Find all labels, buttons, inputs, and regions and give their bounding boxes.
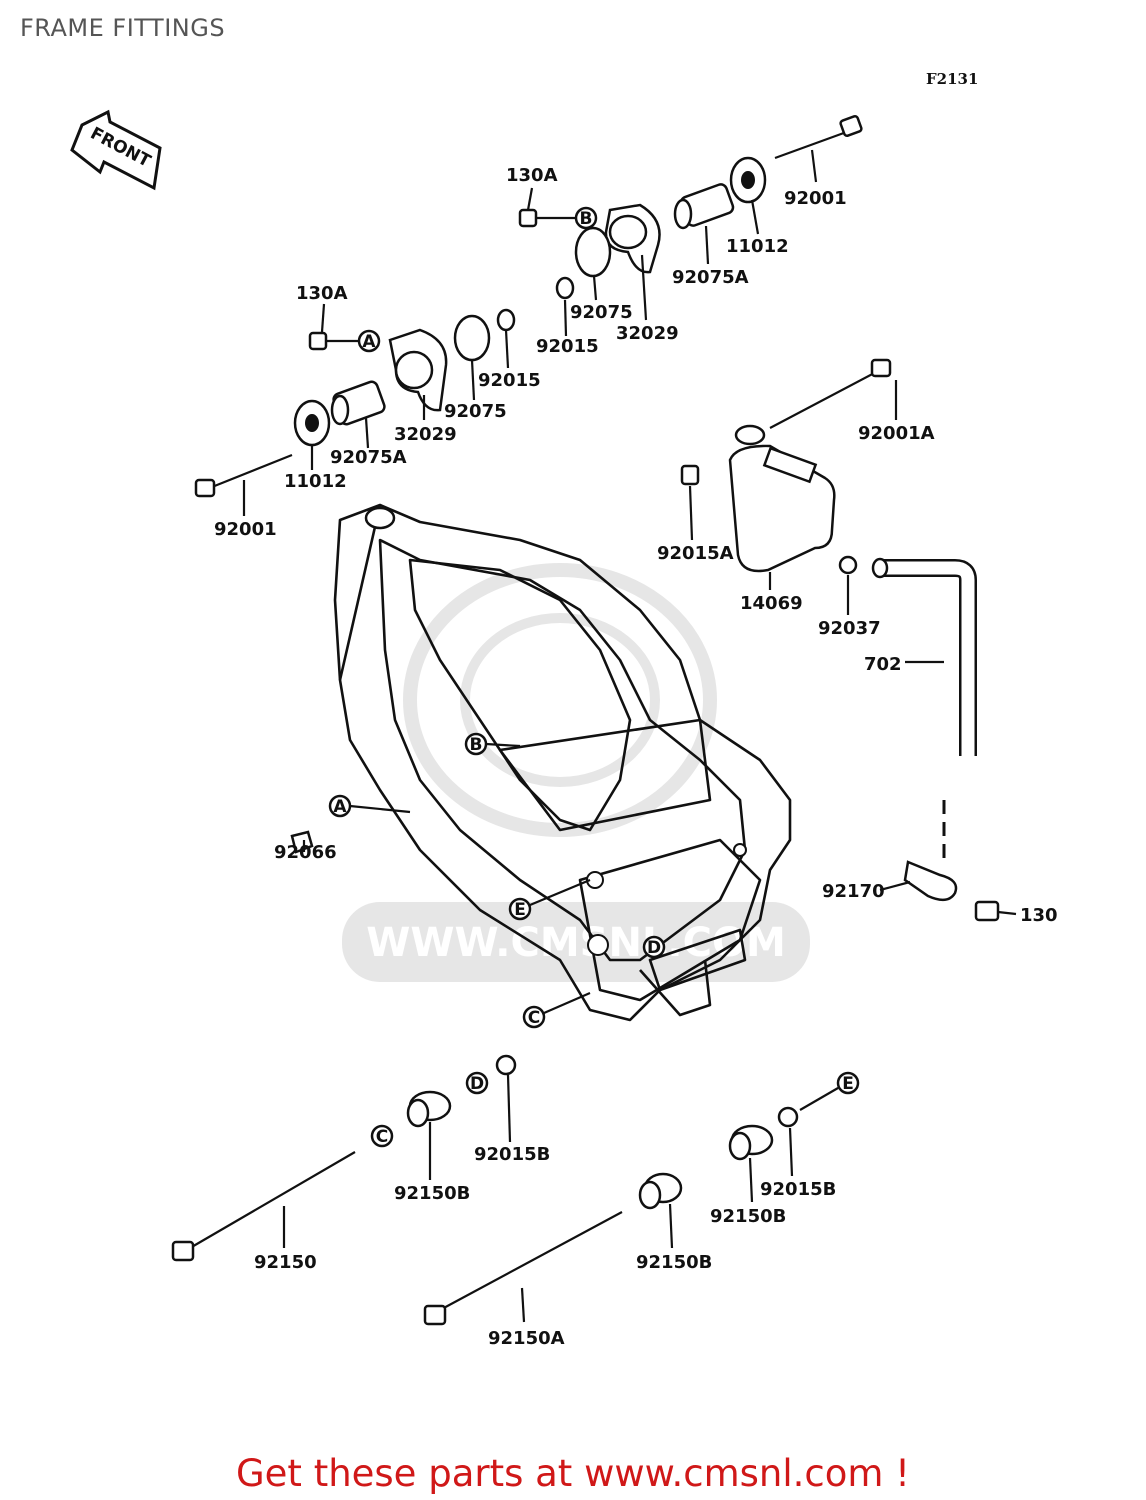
promo-banner: Get these parts at www.cmsnl.com !	[0, 1452, 1146, 1495]
part-label-32029-left: 32029	[394, 424, 457, 445]
part-label-92015-left: 92015	[478, 370, 541, 391]
part-label-92150a: 92150A	[488, 1328, 565, 1349]
leader-lines	[242, 149, 1017, 1323]
part-label-92015b-right: 92015B	[760, 1179, 836, 1200]
part-label-92066: 92066	[274, 842, 337, 863]
callout-b-top: B	[580, 209, 593, 229]
callout-c-frame: C	[528, 1008, 540, 1028]
part-label-92001-top: 92001	[784, 188, 847, 209]
part-label-92075a-left: 92075A	[330, 447, 407, 468]
part-label-92075-top: 92075	[570, 302, 633, 323]
part-label-92150: 92150	[254, 1252, 317, 1273]
motorcycle-frame: B A E D C	[290, 503, 792, 1029]
part-label-130: 130	[1020, 905, 1058, 926]
page-title: FRAME FITTINGS	[20, 14, 226, 42]
part-label-92170: 92170	[822, 881, 885, 902]
watermark-text: WWW.CMSNL.COM	[366, 920, 786, 966]
front-arrow-icon: FRONT	[70, 109, 162, 191]
upper-right-mount: B	[518, 114, 863, 300]
part-label-92015b-left: 92015B	[474, 1144, 550, 1165]
promo-suffix: !	[883, 1452, 910, 1495]
watermark-logo: WWW.CMSNL.COM	[342, 563, 810, 982]
reservoir-tank	[680, 358, 1000, 922]
part-label-92015-top: 92015	[536, 336, 599, 357]
part-label-92037: 92037	[818, 618, 881, 639]
upper-left-mount: A	[194, 308, 516, 498]
diagram-code: F2131	[926, 70, 979, 88]
part-label-92075-left: 92075	[444, 401, 507, 422]
part-label-92001a: 92001A	[858, 423, 935, 444]
part-labels: 130A 92001 11012 92075A 92075 32029 9201…	[214, 165, 1058, 1349]
part-label-702: 702	[864, 654, 902, 675]
part-label-11012-top: 11012	[726, 236, 789, 257]
callout-e-frame: E	[514, 900, 526, 920]
part-label-130a-top: 130A	[506, 165, 558, 186]
callout-e-lower: E	[842, 1074, 854, 1094]
promo-link[interactable]: www.cmsnl.com	[584, 1452, 884, 1495]
callout-a-frame: A	[333, 797, 347, 817]
part-label-11012-left: 11012	[284, 471, 347, 492]
part-label-92150b-mid: 92150B	[636, 1252, 712, 1273]
callout-b-frame: B	[470, 735, 483, 755]
callout-d-lower: D	[470, 1074, 484, 1094]
callout-a-top: A	[362, 332, 376, 352]
promo-prefix: Get these parts at	[235, 1452, 585, 1495]
part-label-92015a: 92015A	[657, 543, 734, 564]
part-label-130a-left: 130A	[296, 283, 348, 304]
callout-c-lower: C	[376, 1127, 388, 1147]
part-label-14069: 14069	[740, 593, 803, 614]
part-label-92150b-left: 92150B	[394, 1183, 470, 1204]
lower-mounts: C D E	[171, 1054, 860, 1326]
callout-d-frame: D	[647, 938, 661, 958]
part-label-32029-top: 32029	[616, 323, 679, 344]
part-label-92150b-right: 92150B	[710, 1206, 786, 1227]
part-label-92001-left: 92001	[214, 519, 277, 540]
part-label-92075a-top: 92075A	[672, 267, 749, 288]
